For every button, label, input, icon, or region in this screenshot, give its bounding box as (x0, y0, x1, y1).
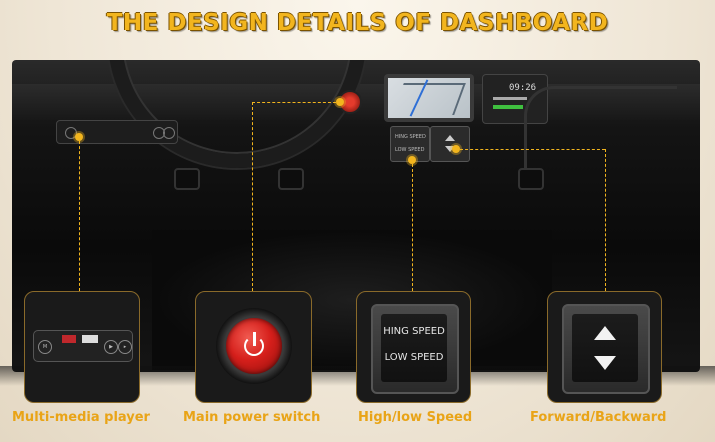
dashboard-speed-high: HING SPEED (395, 134, 426, 140)
page-title: THE DESIGN DETAILS OF DASHBOARD (106, 10, 609, 36)
usb-port-icon (82, 335, 98, 343)
air-vent (518, 168, 544, 190)
air-vent (278, 168, 304, 190)
rocker-face (572, 314, 638, 382)
caption-power-switch: Main power switch (183, 410, 321, 425)
display-icon (62, 335, 76, 343)
clock-time: 09:26 (509, 83, 537, 93)
callout-dot-power (336, 98, 344, 106)
map-display (388, 78, 470, 118)
power-switch-panel (195, 291, 312, 403)
menu-button-icon: M (38, 340, 52, 354)
caption-direction: Forward/Backward (530, 410, 667, 425)
callout-dot-speed (408, 156, 416, 164)
power-switch-bezel (216, 308, 292, 384)
media-player-icon: M ▶ ▸ (33, 330, 133, 362)
callout-line-speed (412, 164, 413, 291)
callout-line-power-h (252, 102, 336, 103)
high-speed-label: HING SPEED (383, 326, 445, 337)
play-pause-icon: ▶ (104, 340, 118, 354)
direction-arrows-icon (562, 304, 650, 394)
dashboard-direction-switch (430, 126, 470, 162)
power-icon (226, 318, 282, 374)
dashboard-speed-low: LOW SPEED (395, 147, 425, 153)
caption-speed: High/low Speed (358, 410, 473, 425)
callout-line-media (79, 141, 80, 291)
air-vent (174, 168, 200, 190)
low-speed-label: LOW SPEED (384, 352, 444, 363)
navigation-screen (384, 74, 474, 122)
callout-dot-direction (452, 145, 460, 153)
callout-line-power-v (252, 102, 253, 291)
rocker-face: HING SPEED LOW SPEED (381, 314, 447, 382)
callout-line-direction-v (605, 149, 606, 291)
forward-arrow-icon (594, 326, 616, 340)
media-player-panel: M ▶ ▸ (24, 291, 140, 403)
direction-switch-panel (547, 291, 662, 403)
dashboard-media-player (56, 120, 178, 144)
callout-line-direction-h (460, 149, 605, 150)
steering-wheel (108, 60, 366, 168)
speed-switch-panel: HING SPEED LOW SPEED (356, 291, 471, 403)
caption-media-player: Multi-media player (12, 410, 150, 425)
up-arrow-icon (445, 135, 455, 141)
callout-dot-media (75, 133, 83, 141)
next-track-icon: ▸ (118, 340, 132, 354)
backward-arrow-icon (594, 356, 616, 370)
down-arrow-icon (445, 146, 455, 152)
speed-rocker-icon: HING SPEED LOW SPEED (371, 304, 459, 394)
grab-handle (524, 86, 677, 169)
